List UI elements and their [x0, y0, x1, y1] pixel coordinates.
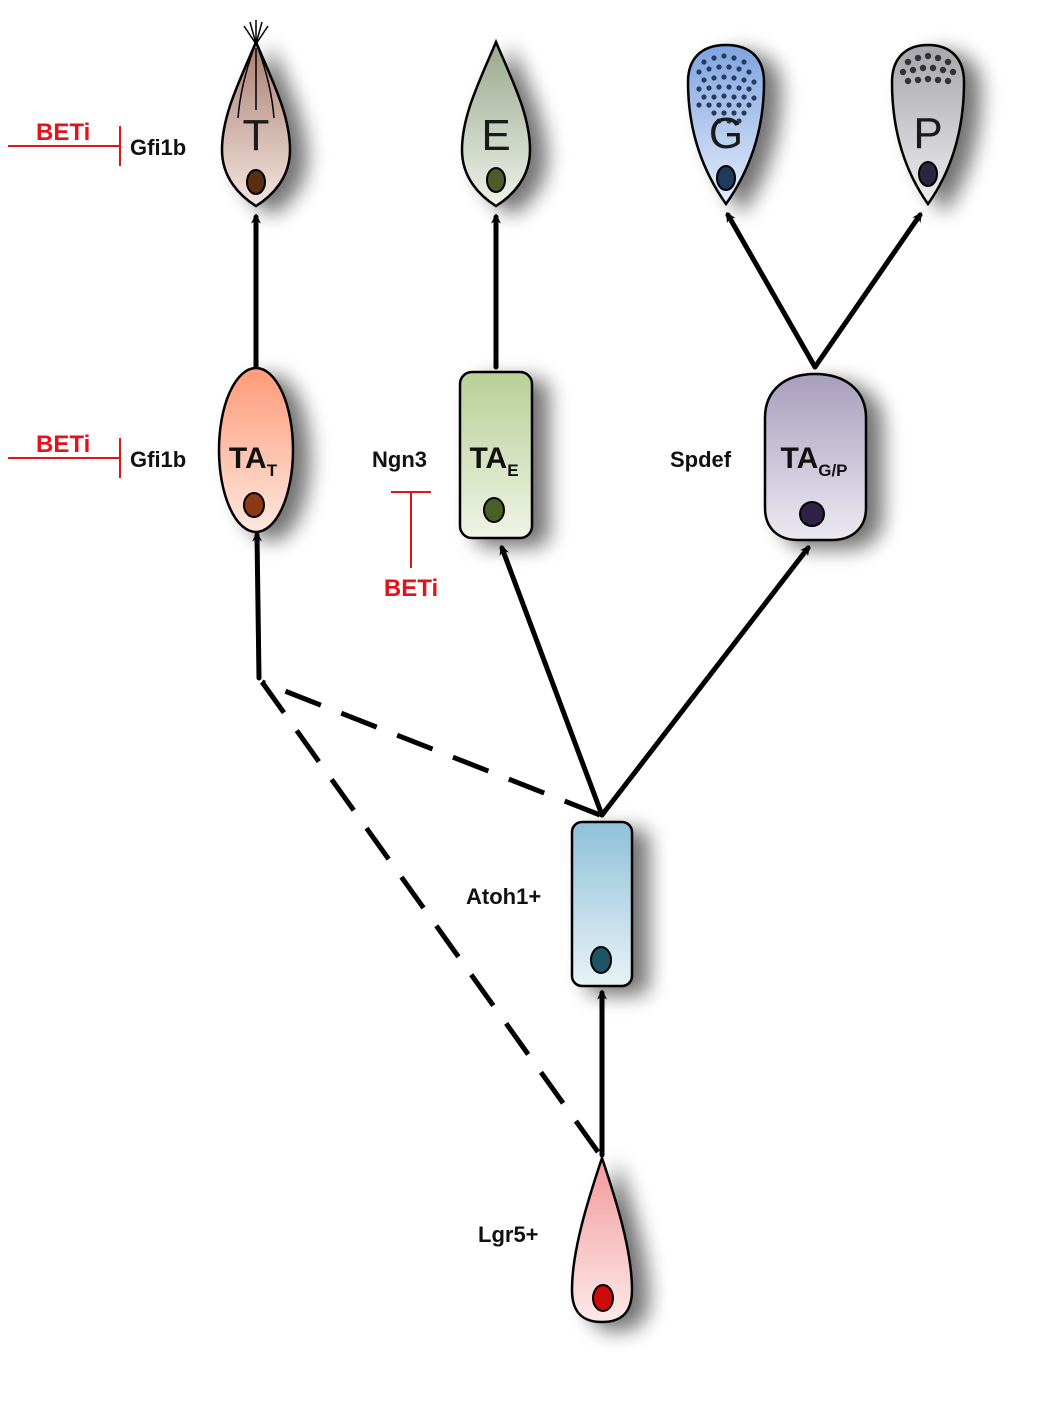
- inhibitor-beti-ngn3: BETi: [384, 491, 438, 602]
- cell-g-label: G: [709, 109, 743, 158]
- cell-t: T: [220, 20, 292, 208]
- nucleus: [590, 946, 612, 974]
- cell-ta-gp: TAG/P: [763, 372, 868, 542]
- edge-atoh1-to-ta-gp: [599, 545, 811, 818]
- granules-icon: [696, 53, 757, 124]
- granules-icon: [899, 52, 957, 85]
- edge-ta-gp-to-g: [725, 211, 818, 370]
- beti-top-label: BETi: [36, 119, 90, 146]
- edge-atoh1-to-ta-e: [499, 544, 605, 818]
- cell-e-label: E: [481, 111, 510, 160]
- nucleus: [243, 492, 265, 518]
- nucleus: [592, 1284, 614, 1312]
- cell-p: P: [890, 43, 966, 207]
- cell-ta-e: TAE: [458, 370, 534, 540]
- label-lgr5: Lgr5+: [478, 1222, 539, 1247]
- cell-e: E: [460, 38, 532, 208]
- beti-ngn3-label: BETi: [384, 575, 438, 602]
- label-gfi1b-mid: Gfi1b: [130, 447, 186, 472]
- label-gfi1b-top: Gfi1b: [130, 135, 186, 160]
- nucleus: [246, 169, 266, 195]
- nucleus: [716, 165, 736, 191]
- cell-ta-t-label: TAT: [229, 442, 278, 480]
- label-ngn3: Ngn3: [372, 447, 427, 472]
- beti-mid-label: BETi: [36, 431, 90, 458]
- label-atoh1: Atoh1+: [466, 884, 541, 909]
- edge-branch-to-ta-t: [252, 531, 263, 681]
- cell-ta-e-label: TAE: [469, 442, 518, 480]
- edge-ta-gp-to-p: [812, 212, 923, 370]
- cell-lgr5: [570, 1154, 634, 1324]
- label-spdef: Spdef: [670, 447, 732, 472]
- cell-ta-gp-label: TAG/P: [780, 442, 847, 480]
- dashed-edge-lgr5: [259, 680, 601, 1154]
- nucleus: [486, 167, 506, 193]
- nucleus: [799, 501, 825, 527]
- nucleus: [483, 497, 505, 523]
- dashed-edge-atoh1: [261, 679, 601, 818]
- cell-p-label: P: [913, 109, 942, 158]
- nucleus: [918, 161, 938, 187]
- cell-atoh1: [570, 820, 634, 988]
- inhibitor-beti-top: BETi: [8, 119, 121, 166]
- inhibitor-beti-mid: BETi: [8, 431, 121, 478]
- cell-g: G: [686, 43, 766, 207]
- cell-t-label: T: [243, 111, 270, 160]
- cell-ta-t: TAT: [217, 366, 295, 534]
- tuft-icon: [237, 20, 275, 119]
- edges: [251, 211, 923, 1158]
